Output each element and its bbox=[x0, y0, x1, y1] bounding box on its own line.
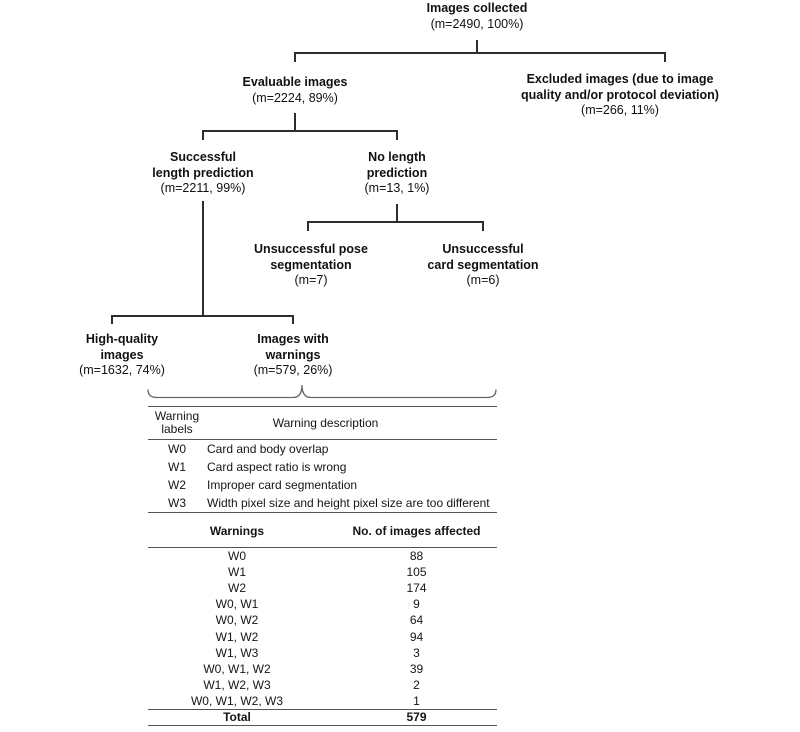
count-cell: 9 bbox=[413, 597, 420, 612]
table-row: W1 Card aspect ratio is wrong bbox=[148, 458, 497, 476]
table-total-row: Total 579 bbox=[148, 708, 497, 726]
node-evaluable-images: Evaluable images (m=2224, 89%) bbox=[210, 75, 380, 106]
table-row: W1, W3 3 bbox=[148, 645, 497, 661]
count-cell: 105 bbox=[406, 565, 427, 580]
column-header: Warnings bbox=[209, 523, 265, 538]
node-label: segmentation bbox=[270, 257, 352, 272]
node-unsuccessful-pose-segmentation: Unsuccessful pose segmentation (m=7) bbox=[226, 242, 396, 289]
connector-level1 bbox=[294, 52, 666, 62]
table-row: W0 Card and body overlap bbox=[148, 440, 497, 458]
node-high-quality-images: High-quality images (m=1632, 74%) bbox=[47, 332, 197, 379]
node-label: quality and/or protocol deviation) bbox=[521, 87, 719, 102]
warning-description-cell: Improper card segmentation bbox=[207, 478, 358, 492]
count-cell: 174 bbox=[406, 581, 427, 596]
warning-description-cell: Card and body overlap bbox=[207, 442, 329, 456]
table-row: W0, W2 64 bbox=[148, 612, 497, 628]
count-cell: 1 bbox=[413, 693, 420, 708]
count-cell: 88 bbox=[409, 549, 424, 564]
node-stat: (m=2224, 89%) bbox=[252, 90, 338, 105]
warnings-cell: W1 bbox=[228, 565, 246, 580]
count-cell: 64 bbox=[409, 613, 424, 628]
warning-count-table: Warnings No. of images affected W0 88 W1… bbox=[148, 514, 497, 726]
warnings-cell: W0, W1, W2, W3 bbox=[190, 693, 283, 708]
table-row: W1, W2 94 bbox=[148, 628, 497, 644]
column-header: Warning description bbox=[272, 416, 379, 430]
count-cell: 3 bbox=[413, 645, 420, 660]
table-row: W0, W1, W2, W3 1 bbox=[148, 693, 497, 709]
count-cell: 39 bbox=[409, 661, 424, 676]
node-label: images bbox=[100, 347, 144, 362]
node-label: Unsuccessful bbox=[442, 242, 524, 256]
warning-label-cell: W3 bbox=[168, 496, 186, 510]
warning-description-table: Warning labels Warning description W0 Ca… bbox=[148, 406, 497, 513]
node-excluded-images: Excluded images (due to image quality an… bbox=[495, 72, 745, 119]
warnings-cell: W0, W1, W2 bbox=[203, 661, 271, 676]
node-label: card segmentation bbox=[427, 257, 539, 272]
warnings-cell: W0 bbox=[228, 549, 246, 564]
table-row: W2 Improper card segmentation bbox=[148, 476, 497, 494]
warnings-cell: W2 bbox=[228, 581, 246, 596]
node-stat: (m=7) bbox=[294, 273, 328, 287]
node-images-with-warnings: Images with warnings (m=579, 26%) bbox=[218, 332, 368, 379]
table-row: W1 105 bbox=[148, 564, 497, 580]
warnings-cell: W1, W2 bbox=[215, 629, 259, 644]
warning-label-cell: W2 bbox=[168, 478, 186, 492]
warnings-cell: W1, W2, W3 bbox=[203, 677, 271, 692]
node-label: Images collected bbox=[426, 1, 528, 15]
node-stat: (m=13, 1%) bbox=[364, 181, 430, 195]
total-label: Total bbox=[223, 710, 251, 725]
table-row: W0 88 bbox=[148, 548, 497, 564]
connector-level2 bbox=[202, 130, 398, 140]
connector-level4 bbox=[111, 315, 294, 324]
node-successful-length-prediction: Successful length prediction (m=2211, 99… bbox=[123, 150, 283, 197]
column-header: Warning labels bbox=[154, 408, 200, 436]
node-stat: (m=1632, 74%) bbox=[79, 363, 165, 377]
node-unsuccessful-card-segmentation: Unsuccessful card segmentation (m=6) bbox=[398, 242, 568, 289]
table-header-row: Warnings No. of images affected bbox=[148, 514, 497, 548]
table-header-row: Warning labels Warning description bbox=[148, 407, 497, 440]
node-label: Evaluable images bbox=[242, 75, 348, 89]
node-stat: (m=266, 11%) bbox=[581, 103, 659, 117]
node-no-length-prediction: No length prediction (m=13, 1%) bbox=[327, 150, 467, 197]
table-row: W0, W1 9 bbox=[148, 596, 497, 612]
node-label: Images with bbox=[257, 332, 329, 346]
warning-description-cell: Card aspect ratio is wrong bbox=[207, 460, 347, 474]
table-row: W0, W1, W2 39 bbox=[148, 661, 497, 677]
table-row: W3 Width pixel size and height pixel siz… bbox=[148, 494, 497, 512]
table-row: W2 174 bbox=[148, 580, 497, 596]
column-header: No. of images affected bbox=[352, 523, 481, 538]
warning-label-cell: W1 bbox=[168, 460, 186, 474]
node-stat: (m=579, 26%) bbox=[253, 363, 333, 377]
node-stat: (m=2490, 100%) bbox=[430, 16, 524, 31]
node-stat: (m=2211, 99%) bbox=[160, 181, 246, 195]
node-stat: (m=6) bbox=[466, 273, 500, 287]
node-label: prediction bbox=[366, 165, 428, 180]
warnings-cell: W0, W2 bbox=[215, 613, 259, 628]
node-label: Successful bbox=[169, 150, 236, 164]
node-label: length prediction bbox=[152, 165, 254, 180]
warnings-cell: W0, W1 bbox=[215, 597, 259, 612]
brace-icon bbox=[147, 384, 497, 399]
node-label: No length bbox=[368, 150, 426, 164]
node-label: warnings bbox=[265, 347, 321, 362]
node-images-collected: Images collected (m=2490, 100%) bbox=[392, 1, 562, 32]
total-value: 579 bbox=[406, 710, 427, 725]
node-label: Excluded images (due to image bbox=[526, 72, 714, 86]
warning-description-cell: Width pixel size and height pixel size a… bbox=[207, 496, 490, 510]
connector-level3 bbox=[307, 221, 484, 231]
count-cell: 94 bbox=[409, 629, 424, 644]
table-row: W1, W2, W3 2 bbox=[148, 677, 497, 693]
count-cell: 2 bbox=[413, 677, 420, 692]
warnings-cell: W1, W3 bbox=[215, 645, 259, 660]
node-label: High-quality bbox=[85, 332, 159, 346]
warning-label-cell: W0 bbox=[168, 442, 186, 456]
node-label: Unsuccessful pose bbox=[254, 242, 368, 256]
